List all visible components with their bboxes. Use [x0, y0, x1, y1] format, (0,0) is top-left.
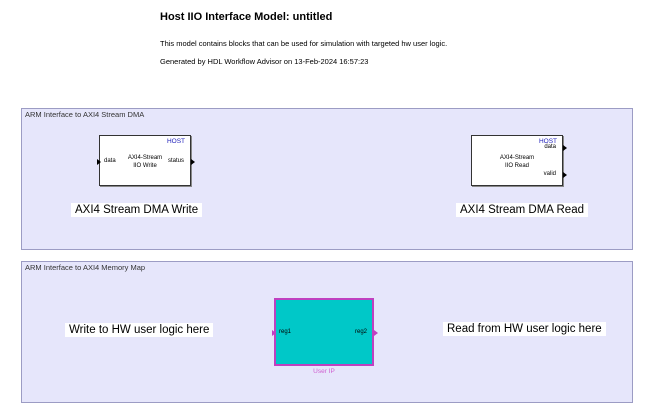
read-data-port-label: data	[544, 144, 556, 150]
write-block-name-1: AXI4-Stream	[127, 155, 163, 161]
stream-dma-area-label: ARM Interface to AXI4 Stream DMA	[25, 110, 145, 119]
write-host-label: HOST	[166, 138, 185, 145]
user-ip-in-port-label: reg1	[279, 329, 292, 335]
hw-write-annotation[interactable]: Write to HW user logic here	[65, 323, 214, 337]
generated-info: Generated by HDL Workflow Advisor on 13-…	[160, 57, 369, 66]
iio-read-block[interactable]: HOST AXI4-Stream IIO Read data valid	[471, 135, 567, 186]
write-in-port-arrow[interactable]	[97, 159, 101, 165]
model-description: This model contains blocks that can be u…	[160, 39, 448, 48]
write-in-port-label: data	[104, 158, 116, 164]
user-ip-label: User IP	[313, 368, 335, 375]
dma-read-annotation[interactable]: AXI4 Stream DMA Read	[456, 203, 588, 217]
read-valid-port-label: valid	[543, 171, 556, 177]
write-block-name-2: IIO Write	[133, 163, 157, 169]
iio-write-block[interactable]: HOST AXI4-Stream IIO Write data status	[97, 135, 195, 186]
read-block-name-1: AXI4-Stream	[499, 155, 535, 161]
hw-read-annotation[interactable]: Read from HW user logic here	[443, 322, 606, 336]
write-out-port-label: status	[167, 158, 184, 164]
read-data-port-arrow[interactable]	[563, 145, 567, 151]
read-valid-port-arrow[interactable]	[563, 172, 567, 178]
user-ip-block[interactable]: reg1 reg2	[272, 298, 378, 366]
user-ip-out-port-label: reg2	[354, 329, 367, 335]
model-title: Host IIO Interface Model: untitled	[160, 11, 333, 23]
dma-write-annotation[interactable]: AXI4 Stream DMA Write	[71, 203, 203, 217]
user-ip-in-port-arrow[interactable]	[272, 330, 276, 336]
user-ip-out-port-arrow[interactable]	[374, 330, 378, 336]
stream-dma-area[interactable]: ARM Interface to AXI4 Stream DMA HOST AX…	[21, 108, 633, 250]
write-out-port-arrow[interactable]	[191, 159, 195, 165]
read-block-name-2: IIO Read	[504, 163, 529, 169]
read-host-label: HOST	[538, 138, 557, 145]
memory-map-area-label: ARM Interface to AXI4 Memory Map	[25, 263, 146, 272]
memory-map-area[interactable]: ARM Interface to AXI4 Memory Map Write t…	[21, 261, 633, 403]
